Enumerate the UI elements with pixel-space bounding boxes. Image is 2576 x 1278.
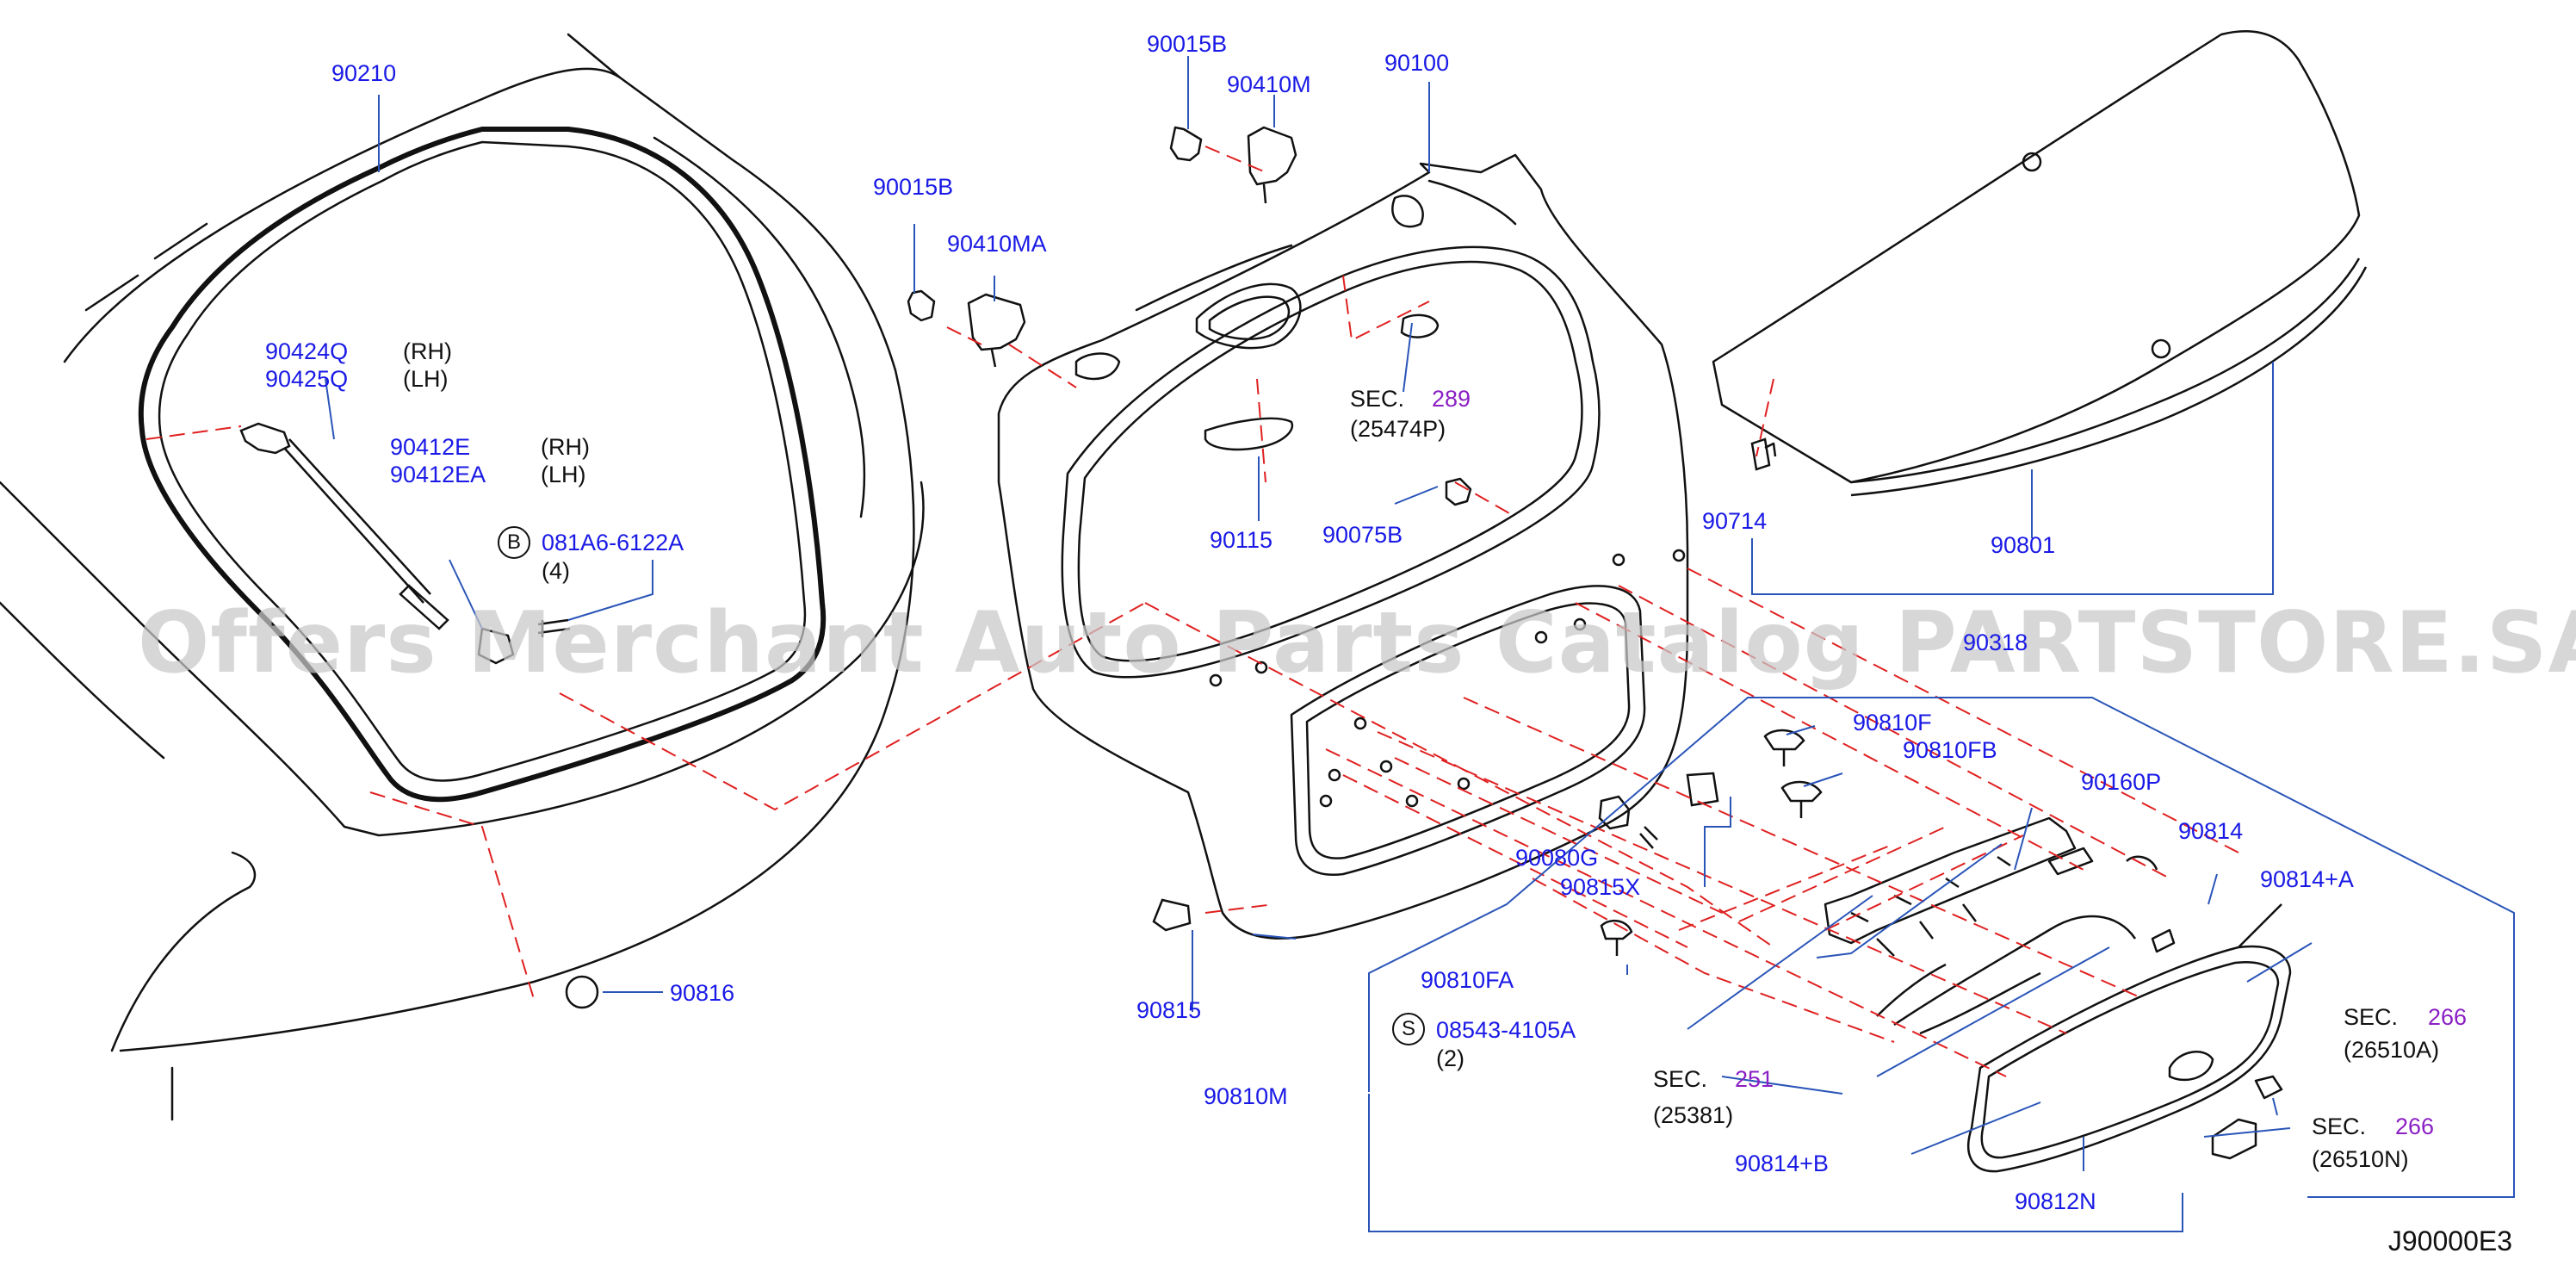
weatherstrip-seal (138, 127, 827, 803)
spoiler-and-glass (1712, 30, 2368, 497)
part-label-90810fa[interactable]: 90810FA (1421, 967, 1514, 993)
section-ref-266n-number[interactable]: 266 (2395, 1114, 2435, 1139)
section-ref-289-number[interactable]: 289 (1432, 386, 1471, 412)
part-label-90100[interactable]: 90100 (1384, 50, 1450, 76)
part-label-90410m[interactable]: 90410M (1227, 71, 1311, 97)
leader-lines (325, 56, 2515, 1232)
stays-and-bolts (239, 422, 1771, 1009)
part-label-90015b-a[interactable]: 90015B (1147, 31, 1228, 57)
section-ref-266n-code: (26510N) (2312, 1146, 2409, 1172)
section-ref-266a-label: SEC. (2344, 1004, 2399, 1030)
part-label-90810m[interactable]: 90810M (1204, 1083, 1288, 1109)
quantity-note-2: (2) (1436, 1045, 1464, 1071)
section-ref-289-label: SEC. (1350, 386, 1405, 412)
section-ref-266a-code: (26510A) (2344, 1037, 2440, 1063)
part-label-90814[interactable]: 90814 (2178, 818, 2244, 844)
section-ref-289-code: (25474P) (1350, 416, 1446, 442)
part-label-90075b[interactable]: 90075B (1322, 522, 1403, 548)
part-label-90424q[interactable]: 90424Q (265, 338, 349, 364)
part-label-90210[interactable]: 90210 (331, 60, 397, 86)
part-label-90714[interactable]: 90714 (1702, 508, 1768, 534)
part-label-90318[interactable]: 90318 (1963, 630, 2028, 655)
part-label-90815[interactable]: 90815 (1136, 997, 1202, 1023)
part-label-08543-4105a[interactable]: 08543-4105A (1436, 1017, 1576, 1043)
part-label-081a6-6122a[interactable]: 081A6-6122A (542, 530, 684, 555)
diagram-code: J90000E3 (2387, 1225, 2512, 1256)
part-label-90080g[interactable]: 90080G (1515, 845, 1599, 871)
part-label-90816[interactable]: 90816 (670, 980, 735, 1006)
part-label-90810fb[interactable]: 90810FB (1903, 737, 1997, 763)
clips (1600, 729, 1823, 956)
part-label-90815x[interactable]: 90815X (1560, 874, 1641, 900)
lh-note-2: (LH) (541, 462, 586, 487)
part-label-90801[interactable]: 90801 (1991, 532, 2056, 558)
part-label-90412e[interactable]: 90412E (390, 434, 471, 460)
part-label-90160p[interactable]: 90160P (2081, 769, 2162, 795)
quantity-note-4: (4) (542, 558, 570, 584)
part-label-90425q[interactable]: 90425Q (265, 366, 349, 392)
section-ref-266n-label: SEC. (2312, 1114, 2367, 1139)
section-ref-251-code: (25381) (1653, 1102, 1734, 1128)
part-label-90412ea[interactable]: 90412EA (390, 462, 486, 487)
section-ref-266a-number[interactable]: 266 (2428, 1004, 2468, 1030)
lh-note-1: (LH) (403, 366, 449, 392)
rh-note-1: (RH) (403, 338, 452, 364)
hinges-and-nuts (907, 126, 1472, 506)
section-ref-251-number[interactable]: 251 (1735, 1066, 1774, 1092)
part-label-90015b-b[interactable]: 90015B (873, 174, 954, 200)
part-label-90814-a[interactable]: 90814+A (2260, 866, 2354, 892)
part-label-90814-b[interactable]: 90814+B (1735, 1151, 1829, 1176)
watermark-text: Offers Merchant Auto Parts Catalog PARTS… (138, 594, 2576, 692)
dashed-reference-lines (146, 146, 2239, 1077)
part-label-90410ma[interactable]: 90410MA (947, 231, 1047, 257)
bolt-symbol-b: B (498, 526, 530, 559)
back-door-panel (997, 153, 1689, 940)
rh-note-2: (RH) (541, 434, 590, 460)
section-ref-251-label: SEC. (1653, 1066, 1708, 1092)
screw-symbol-s: S (1392, 1013, 1425, 1045)
car-body-opening (0, 33, 925, 1121)
part-label-90810f[interactable]: 90810F (1853, 710, 1932, 735)
part-label-90812n[interactable]: 90812N (2015, 1188, 2096, 1214)
part-label-90115[interactable]: 90115 (1210, 527, 1273, 553)
license-finisher-and-handle (1824, 816, 2292, 1173)
